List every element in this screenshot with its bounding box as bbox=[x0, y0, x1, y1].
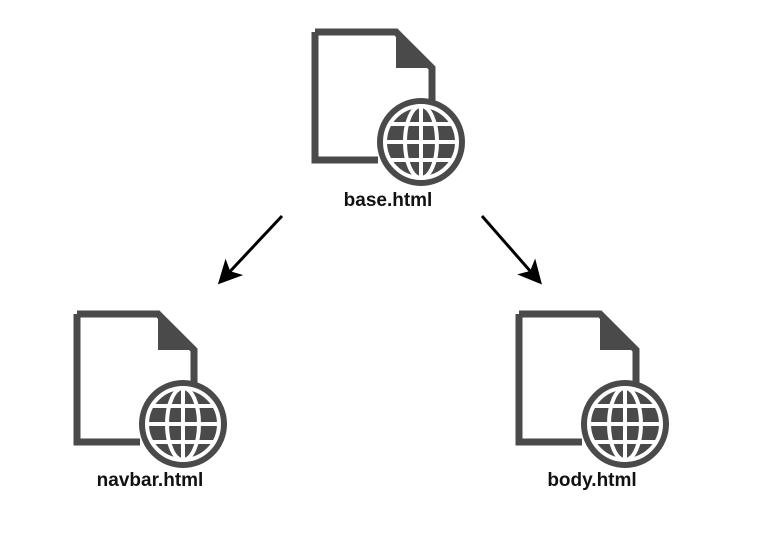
node-label: base.html bbox=[343, 190, 433, 211]
node-body-html: body.html bbox=[502, 308, 682, 508]
node-navbar-html: navbar.html bbox=[60, 308, 240, 508]
node-label: body.html bbox=[547, 470, 637, 491]
html-file-globe-icon bbox=[311, 28, 465, 186]
node-label: navbar.html bbox=[96, 470, 204, 491]
html-file-globe-icon bbox=[515, 310, 669, 468]
html-file-globe-icon bbox=[73, 310, 227, 468]
arrow-base-to-body bbox=[480, 215, 542, 285]
node-base-html: base.html bbox=[298, 26, 478, 226]
arrow-base-to-navbar bbox=[217, 214, 284, 285]
